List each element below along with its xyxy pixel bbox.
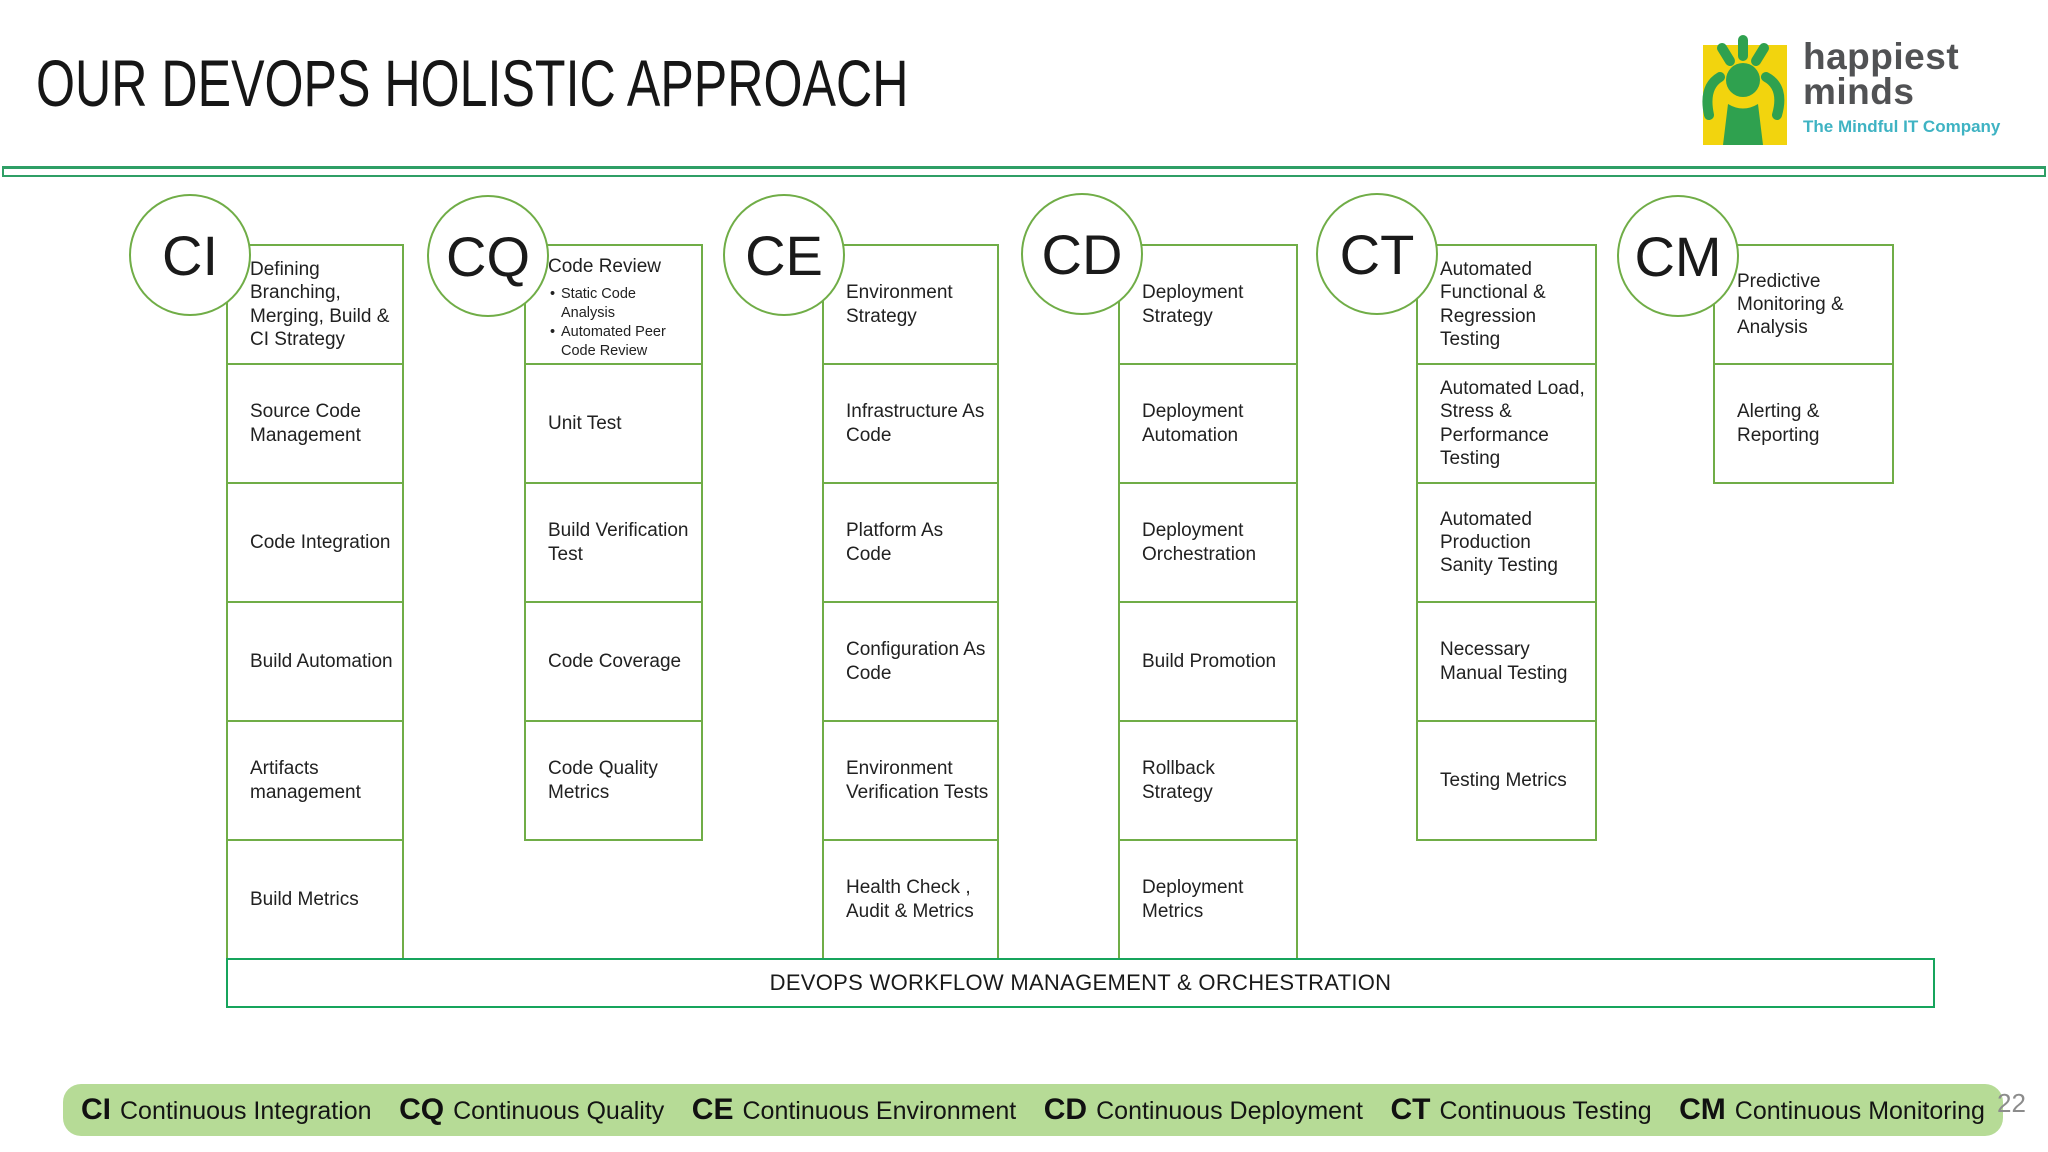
legend-abbr: CI xyxy=(81,1093,111,1126)
stage-box: Code Coverage xyxy=(524,601,703,722)
stage-box: Build Verification Test xyxy=(524,482,703,603)
stage-column-ct: Automated Functional & Regression Testin… xyxy=(1416,244,1597,841)
legend-label: Continuous Environment xyxy=(742,1097,1017,1125)
page-number: 22 xyxy=(1997,1088,2026,1118)
stage-box: Necessary Manual Testing xyxy=(1416,601,1597,722)
stage-box: Build Metrics xyxy=(226,839,404,960)
stage-box: Configuration As Code xyxy=(822,601,999,722)
legend-item: CE Continuous Environment xyxy=(692,1093,1016,1127)
stage-box: Platform As Code xyxy=(822,482,999,603)
stage-circle-ct: CT xyxy=(1316,193,1438,315)
stage-column-cd: Deployment Strategy Deployment Automatio… xyxy=(1118,244,1298,960)
stage-circle-cm: CM xyxy=(1617,195,1739,317)
stage-box: Unit Test xyxy=(524,363,703,484)
stage-box: Deployment Strategy xyxy=(1118,244,1298,365)
legend-abbr: CT xyxy=(1390,1093,1431,1126)
legend-abbr: CE xyxy=(691,1093,734,1126)
stage-box: Automated Functional & Regression Testin… xyxy=(1416,244,1597,365)
logo-name-line1: happiest xyxy=(1803,36,1960,77)
legend-label: Continuous Monitoring xyxy=(1734,1097,1985,1125)
stage-box: Code Quality Metrics xyxy=(524,720,703,841)
stage-box: Build Promotion xyxy=(1118,601,1298,722)
legend-label: Continuous Quality xyxy=(453,1097,665,1125)
stage-box-code-review: Code Review Static Code Analysis Automat… xyxy=(524,244,703,365)
title-divider xyxy=(2,166,2046,177)
legend-item: CI Continuous Integration xyxy=(81,1093,372,1127)
legend-label: Continuous Integration xyxy=(120,1097,372,1125)
stage-circle-ce: CE xyxy=(723,194,845,316)
stage-circle-cd: CD xyxy=(1021,193,1143,315)
stage-box: Rollback Strategy xyxy=(1118,720,1298,841)
stage-box: Deployment Orchestration xyxy=(1118,482,1298,603)
stage-abbr: CD xyxy=(1041,222,1123,286)
stage-circle-cq: CQ xyxy=(427,195,549,317)
code-review-title: Code Review xyxy=(548,256,661,277)
stage-column-cm: Predictive Monitoring & Analysis Alertin… xyxy=(1713,244,1894,484)
stage-circle-ci: CI xyxy=(129,194,251,316)
stage-abbr: CM xyxy=(1634,224,1722,288)
stage-column-ce: Environment Strategy Infrastructure As C… xyxy=(822,244,999,960)
stage-box: Predictive Monitoring & Analysis xyxy=(1713,244,1894,365)
stage-abbr: CQ xyxy=(446,224,530,288)
stage-abbr: CT xyxy=(1339,222,1415,286)
stage-abbr: CI xyxy=(162,223,218,287)
stage-box: Environment Strategy xyxy=(822,244,999,365)
legend-label: Continuous Deployment xyxy=(1096,1097,1363,1125)
stage-box: Automated Production Sanity Testing xyxy=(1416,482,1597,603)
stage-box: Automated Load, Stress & Performance Tes… xyxy=(1416,363,1597,484)
legend-item: CQ Continuous Quality xyxy=(399,1093,664,1127)
stage-box: Infrastructure As Code xyxy=(822,363,999,484)
logo-tagline: The Mindful IT Company xyxy=(1803,116,2001,136)
workflow-orchestration-bar: DEVOPS WORKFLOW MANAGEMENT & ORCHESTRATI… xyxy=(226,958,1935,1008)
stage-box: Build Automation xyxy=(226,601,404,722)
stage-box: Deployment Automation xyxy=(1118,363,1298,484)
stage-box: Alerting & Reporting xyxy=(1713,363,1894,484)
legend-item: CT Continuous Testing xyxy=(1390,1093,1651,1127)
workflow-bar-label: DEVOPS WORKFLOW MANAGEMENT & ORCHESTRATI… xyxy=(769,970,1392,995)
stage-abbr: CE xyxy=(745,223,823,287)
stage-column-ci: Defining Branching, Merging, Build & CI … xyxy=(226,244,404,960)
stage-column-cq: Code Review Static Code Analysis Automat… xyxy=(524,244,703,841)
stage-box: Health Check , Audit & Metrics xyxy=(822,839,999,960)
legend-item: CD Continuous Deployment xyxy=(1044,1093,1363,1127)
stage-box: Defining Branching, Merging, Build & CI … xyxy=(226,244,404,365)
code-review-bullet: Automated Peer Code Review xyxy=(548,323,693,361)
legend-abbr: CM xyxy=(1679,1093,1726,1126)
legend-abbr: CQ xyxy=(399,1093,445,1126)
legend-item: CM Continuous Monitoring xyxy=(1679,1093,1985,1127)
happiest-minds-icon xyxy=(1702,35,1787,145)
stage-box: Testing Metrics xyxy=(1416,720,1597,841)
logo-name-line2: minds xyxy=(1803,70,1915,112)
logo-wordmark: happiest minds The Mindful IT Company xyxy=(1803,36,2001,137)
stage-box: Code Integration xyxy=(226,482,404,603)
stage-box: Deployment Metrics xyxy=(1118,839,1298,960)
stage-box: Environment Verification Tests xyxy=(822,720,999,841)
legend-label: Continuous Testing xyxy=(1439,1097,1652,1125)
stage-box: Artifacts management xyxy=(226,720,404,841)
page-title: OUR DEVOPS HOLISTIC APPROACH xyxy=(36,46,909,120)
code-review-bullet: Static Code Analysis xyxy=(548,285,693,323)
legend-abbr: CD xyxy=(1043,1093,1088,1126)
stage-box: Source Code Management xyxy=(226,363,404,484)
legend-bar: CI Continuous Integration CQ Continuous … xyxy=(63,1084,2003,1136)
